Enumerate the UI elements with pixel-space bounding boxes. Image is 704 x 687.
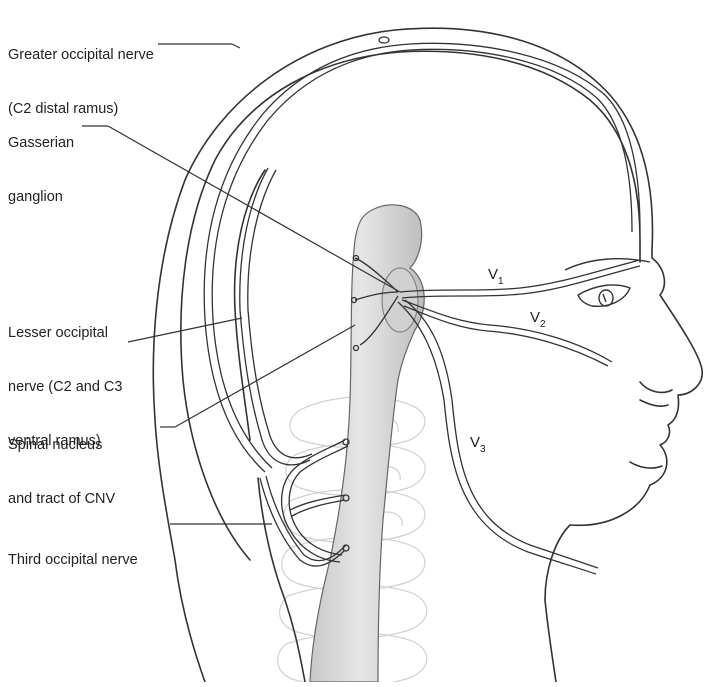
label-third-occipital-line1: Third occipital nerve [8,551,138,569]
leader-greater-occipital-tail [232,44,240,48]
v2-label: V2 [530,309,546,330]
leader-gasserian-b [108,126,400,292]
leader-spinal-nucleus-b [175,325,355,427]
label-third-occipital: Third occipital nerve [8,515,138,587]
label-gasserian-line1: Gasserian [8,134,74,152]
v3-label: V3 [470,434,486,455]
brainstem [310,205,424,682]
label-lesser-occipital-line2: nerve (C2 and C3 [8,378,122,396]
label-lesser-occipital-line1: Lesser occipital [8,324,122,342]
label-gasserian: Gasserian ganglion [8,98,74,224]
leader-lesser-occipital [128,318,242,342]
v1-label: V1 [488,266,504,287]
label-spinal-nucleus: Spinal nucleus and tract of CNV [8,400,115,526]
greater-occipital-nerve [204,37,640,472]
label-spinal-nucleus-line1: Spinal nucleus [8,436,115,454]
label-gasserian-line2: ganglion [8,188,74,206]
label-greater-occipital-line1: Greater occipital nerve [8,46,154,64]
head-outline [153,28,702,682]
lesser-occipital-nerve [240,168,312,465]
label-spinal-nucleus-line2: and tract of CNV [8,490,115,508]
